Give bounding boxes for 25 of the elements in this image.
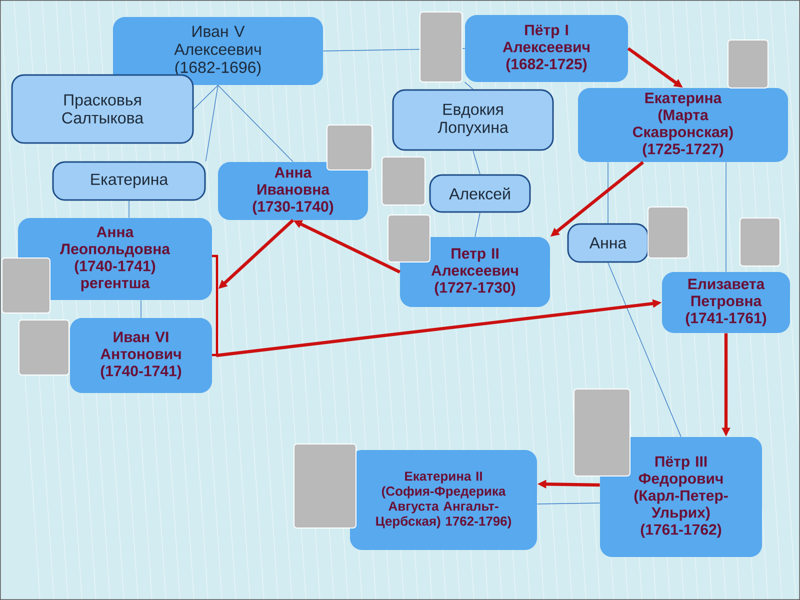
person-box: Екатерина xyxy=(52,161,206,201)
family-line xyxy=(472,150,480,175)
person-box: Елизавета Петровна (1741-1761) xyxy=(662,272,790,333)
family-line xyxy=(536,502,600,504)
person-box: Екатерина II (София-Фредерика Августа Ангальт-Цербская) 1762-1796) xyxy=(350,450,537,550)
family-line xyxy=(474,212,480,238)
person-box: Пётр III Федорович (Карл-Петер-Ульрих) (1761-1762) xyxy=(600,437,762,557)
family-line xyxy=(140,300,142,318)
person-box: Анна xyxy=(567,223,649,263)
person-box: Алексей xyxy=(429,174,531,213)
person-box: Пётр I Алексеевич (1682-1725) xyxy=(465,15,628,82)
person-box: Евдокия Лопухина xyxy=(392,89,554,151)
family-line xyxy=(193,84,218,110)
person-box: Екатерина (Марта Скавронская) (1725-1727) xyxy=(578,88,788,162)
person-box: Прасковья Салтыкова xyxy=(11,74,194,144)
person-box: Анна Леопольдовна (1740-1741) регентша xyxy=(18,218,212,300)
family-line xyxy=(218,84,294,162)
family-line xyxy=(464,82,474,90)
person-box: Иван V Алексеевич (1682-1696) xyxy=(113,17,323,85)
person-box: Петр II Алексеевич (1727-1730) xyxy=(400,237,550,307)
family-line xyxy=(205,84,218,162)
family-line xyxy=(608,262,682,438)
person-box: Иван VI Антонович (1740-1741) xyxy=(70,318,212,393)
person-box: Анна Ивановна (1730-1740) xyxy=(218,162,368,220)
family-line xyxy=(128,200,130,218)
